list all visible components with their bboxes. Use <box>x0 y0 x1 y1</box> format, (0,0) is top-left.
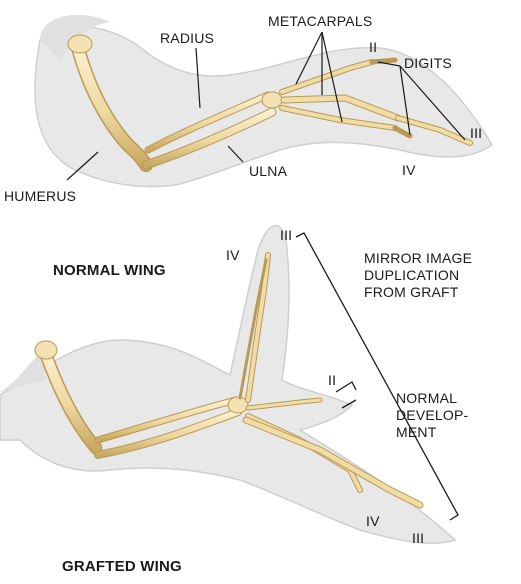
label-digit-ii: II <box>369 39 377 56</box>
label-grafted-digit-ii: II <box>328 372 336 389</box>
label-digit-iii: III <box>470 125 482 142</box>
normal-development-note: NORMAL DEVELOP- MENT <box>396 390 506 441</box>
label-grafted-digit-iii-bottom: III <box>412 530 424 547</box>
normal-note-line-3: MENT <box>396 424 506 441</box>
mirror-note-line-2: DUPLICATION <box>364 267 504 284</box>
normal-wing-drawing <box>35 15 492 187</box>
digit-ii-bone <box>372 60 395 62</box>
mirror-bracket-lower-tick <box>336 382 356 392</box>
label-grafted-digit-iv-top: IV <box>226 247 240 264</box>
caption-grafted-wing: GRAFTED WING <box>62 558 182 575</box>
label-metacarpals: METACARPALS <box>268 13 372 30</box>
mirror-note-line-3: FROM GRAFT <box>364 284 504 301</box>
mirror-image-note: MIRROR IMAGE DUPLICATION FROM GRAFT <box>364 250 504 301</box>
label-humerus: HUMERUS <box>4 188 76 205</box>
label-digit-iv: IV <box>402 162 416 179</box>
caption-normal-wing: NORMAL WING <box>53 262 166 279</box>
normal-note-line-2: DEVELOP- <box>396 407 506 424</box>
label-digits: DIGITS <box>404 55 452 72</box>
label-grafted-digit-iv-bottom: IV <box>366 513 380 530</box>
label-radius: RADIUS <box>160 30 214 47</box>
normal-note-line-1: NORMAL <box>396 390 506 407</box>
mirror-note-line-1: MIRROR IMAGE <box>364 250 504 267</box>
label-ulna: ULNA <box>249 163 287 180</box>
label-grafted-digit-iii-top: III <box>280 227 292 244</box>
